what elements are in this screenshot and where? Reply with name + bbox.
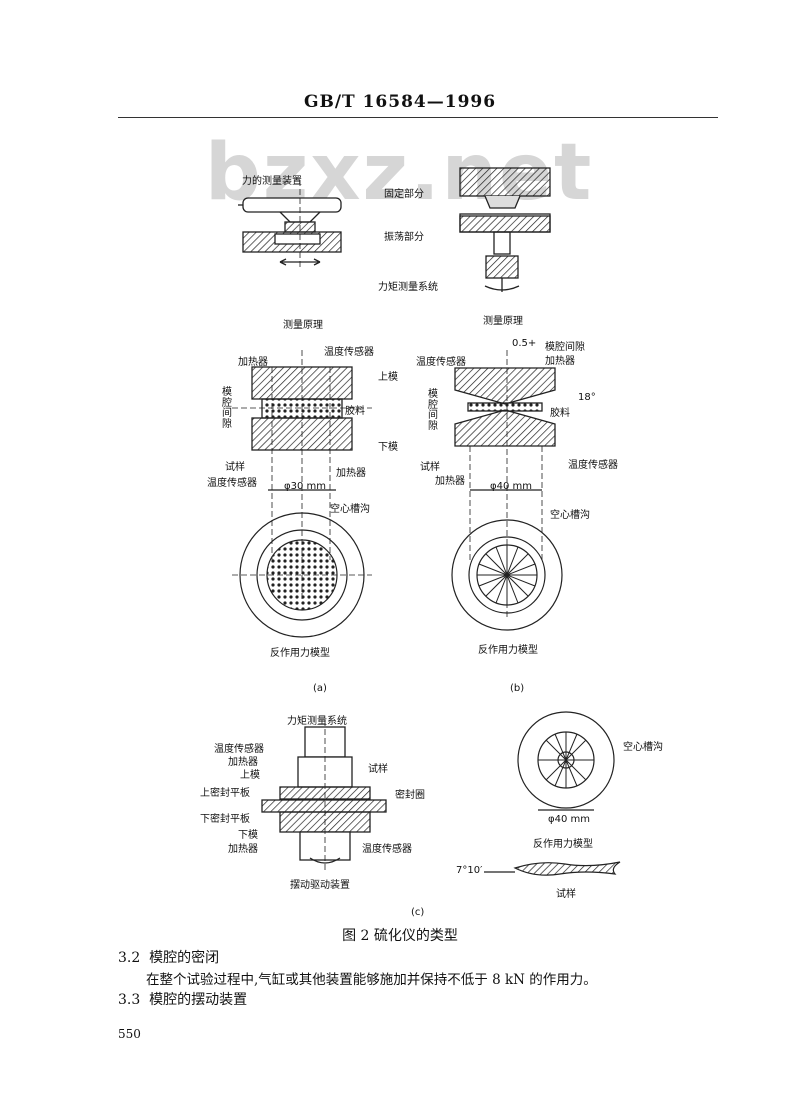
label-c-lower-die: 下模 bbox=[238, 830, 258, 841]
section-title: 模腔的密闭 bbox=[149, 950, 220, 966]
diagram-a-section bbox=[232, 350, 372, 600]
label-b-temp-sensor-bottom: 温度传感器 bbox=[568, 460, 618, 471]
label-c-temp-sensor-bottom: 温度传感器 bbox=[362, 844, 412, 855]
diagram-top-right bbox=[459, 167, 551, 292]
label-a-lower-die: 下模 bbox=[378, 442, 398, 453]
diagram-c-specimen bbox=[484, 861, 621, 876]
section-3-3-heading: 3.3 模腔的摆动装置 bbox=[118, 989, 247, 1009]
section-number: 3.3 bbox=[118, 992, 141, 1008]
caption-b-reaction-model: 反作用力模型 bbox=[478, 645, 538, 656]
label-force-device: 力的测量装置 bbox=[242, 176, 302, 187]
label-b-temp-sensor-top: 温度传感器 bbox=[416, 357, 466, 368]
caption-c-reaction-model: 反作用力模型 bbox=[533, 839, 593, 850]
diagram-b-section bbox=[454, 350, 556, 620]
diagram-a-topview bbox=[232, 512, 372, 638]
label-a-heater-top: 加热器 bbox=[238, 357, 268, 368]
label-c-specimen2: 试样 bbox=[556, 889, 576, 900]
label-c-torque: 力矩测量系统 bbox=[287, 716, 347, 727]
label-c-upper-die: 上模 bbox=[240, 770, 260, 781]
label-a-temp-sensor-bottom: 温度传感器 bbox=[207, 478, 257, 489]
label-a-temp-sensor-top: 温度传感器 bbox=[324, 347, 374, 358]
caption-principle-left: 测量原理 bbox=[283, 320, 323, 331]
label-fixed-part: 固定部分 bbox=[384, 189, 424, 200]
label-c-groove: 空心槽沟 bbox=[623, 742, 663, 753]
label-b-diameter: φ40 mm bbox=[490, 481, 532, 492]
label-a-groove: 空心槽沟 bbox=[330, 504, 370, 515]
section-number: 3.2 bbox=[118, 950, 141, 966]
label-a-gap: 模腔间隙 bbox=[222, 387, 232, 430]
label-b-specimen: 试样 bbox=[420, 462, 440, 473]
label-c-drive: 摆动驱动装置 bbox=[290, 880, 350, 891]
label-oscillating-part: 振荡部分 bbox=[384, 232, 424, 243]
diagram-top-left bbox=[238, 180, 342, 270]
tag-c: (c) bbox=[411, 907, 425, 918]
label-b-angle: 18° bbox=[578, 392, 596, 403]
section-title: 模腔的摆动装置 bbox=[149, 992, 248, 1008]
label-c-upper-seal: 上密封平板 bbox=[200, 788, 250, 799]
label-a-upper-die: 上模 bbox=[378, 372, 398, 383]
caption-principle-right: 测量原理 bbox=[483, 316, 523, 327]
label-a-material: 胶料 bbox=[345, 406, 365, 417]
label-a-diameter: φ30 mm bbox=[284, 481, 326, 492]
label-torque-system: 力矩测量系统 bbox=[378, 282, 438, 293]
section-3-2-text: 在整个试验过程中,气缸或其他装置能够施加并保持不低于 8 kN 的作用力。 bbox=[146, 972, 597, 988]
label-b-gap-note: 0.5+ bbox=[512, 338, 537, 349]
diagram-c-topview bbox=[517, 711, 615, 811]
label-c-angle: 7°10′ bbox=[456, 865, 483, 876]
label-b-groove: 空心槽沟 bbox=[550, 510, 590, 521]
standard-number-header: GB/T 16584—1996 bbox=[303, 92, 497, 112]
caption-a-reaction-model: 反作用力模型 bbox=[270, 648, 330, 659]
label-c-temp-sensor: 温度传感器 bbox=[214, 744, 264, 755]
tag-a: (a) bbox=[313, 683, 327, 694]
tag-b: (b) bbox=[510, 683, 525, 694]
section-3-2-heading: 3.2 模腔的密闭 bbox=[118, 947, 219, 967]
label-c-seal-ring: 密封圈 bbox=[395, 790, 425, 801]
label-b-gap-top: 模腔间隙 bbox=[545, 342, 585, 353]
label-c-lower-seal: 下密封平板 bbox=[200, 814, 250, 825]
diagram-c-section bbox=[261, 720, 387, 870]
header-rule bbox=[118, 117, 718, 118]
label-c-specimen: 试样 bbox=[368, 764, 388, 775]
label-b-material: 胶料 bbox=[550, 408, 570, 419]
label-a-heater-bottom: 加热器 bbox=[336, 468, 366, 479]
label-a-specimen: 试样 bbox=[225, 462, 245, 473]
label-b-gap-side: 模腔间隙 bbox=[428, 389, 438, 432]
label-c-heater-bottom: 加热器 bbox=[228, 844, 258, 855]
label-b-heater-top: 加热器 bbox=[545, 356, 575, 367]
label-b-heater-bottom: 加热器 bbox=[435, 476, 465, 487]
label-c-heater: 加热器 bbox=[228, 757, 258, 768]
figure-caption: 图 2 硫化仪的类型 bbox=[342, 928, 458, 944]
diagram-b-topview bbox=[451, 519, 563, 631]
label-c-diameter: φ40 mm bbox=[548, 814, 590, 825]
page-number: 550 bbox=[118, 1027, 141, 1041]
